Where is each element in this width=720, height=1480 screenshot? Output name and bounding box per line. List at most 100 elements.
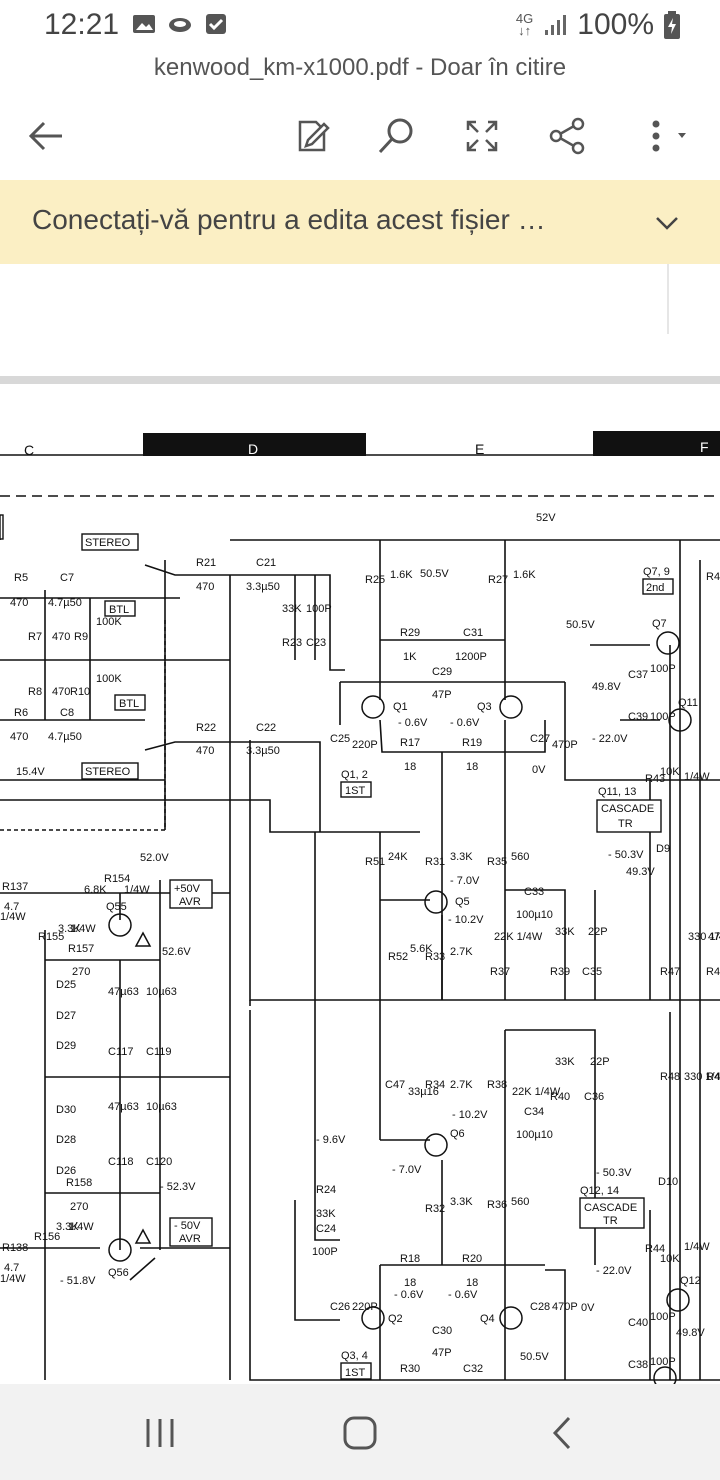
back-button[interactable] [22,112,70,160]
label-c34-val: 100µ10 [516,1129,553,1141]
label-q3-4: Q3, 4 [341,1350,368,1362]
notification-icons [132,12,228,36]
label-r29: R29 [400,627,420,639]
label-c47: C47 [385,1079,405,1091]
label-v-m06d: - 0.6V [448,1289,478,1301]
label-c24-val: 100P [312,1246,338,1258]
label-v-m22b: - 22.0V [596,1265,632,1277]
label-r45: R45 [706,966,720,978]
label-q1-2: Q1, 2 [341,769,368,781]
sign-in-banner[interactable]: Conectați-vă pentru a edita acest fișier… [0,180,720,264]
back-icon [552,1416,571,1450]
label-r18: R18 [400,1253,420,1265]
label-r27-val: 1.6K [513,569,536,581]
previous-page-edge [667,264,669,334]
label-r23: R23 [282,637,302,649]
label-stereo-2: STEREO [85,766,131,778]
label-r9-val: 100K [96,616,122,628]
navigation-bar [0,1384,720,1480]
label-r156-val: 3.3K [56,1221,79,1233]
annotate-button[interactable] [288,112,336,160]
label-c119: C119 [146,1046,171,1058]
home-icon [343,1416,377,1450]
label-r6-val: 470 [10,731,28,743]
label-4-7a: 4.7 [4,901,19,913]
label-r25: R25 [365,574,385,586]
label-r10-val: 100K [96,673,122,685]
fullscreen-button[interactable] [458,112,506,160]
back-nav-button[interactable] [533,1408,593,1458]
label-r156-w: 1/4W [68,1221,94,1233]
recent-apps-button[interactable] [130,1408,190,1458]
label-4-7b: 4.7 [4,1262,19,1274]
schematic-wires [0,515,720,1381]
label-v-m50-3a: - 50.3V [608,849,644,861]
label-d29: D29 [56,1040,76,1052]
label-r137: R137 [2,881,28,893]
label-r38: R38 [487,1079,507,1091]
label-r44-w: 1/4W [684,1241,710,1253]
label-r36: R36 [487,1199,507,1211]
search-button[interactable] [372,112,420,160]
schematic-page[interactable]: C D E F [0,384,720,1384]
label-c28-val: 470P [552,1301,578,1313]
label-1-4w-a: 1/4W [0,911,26,923]
fullscreen-icon [466,120,498,152]
label-c38: C38 [628,1359,648,1371]
label-d10: D10 [658,1176,678,1188]
label-c33: C33 [524,886,544,898]
home-button[interactable] [330,1408,390,1458]
label-c32: C32 [463,1363,483,1375]
label-r154-w: 1/4W [124,884,150,896]
label-c31: C31 [463,627,483,639]
status-time: 12:21 [44,8,120,41]
label-q56: Q56 [108,1267,129,1279]
label-r138: R138 [2,1242,28,1254]
label-v-m22a: - 22.0V [592,733,628,745]
network-type: 4G↓↑ [515,11,534,38]
label-r31: R31 [425,856,445,868]
label-v-0a: 0V [532,764,546,776]
label-v-49-3: 49.3V [626,866,655,878]
label-c26-val: 220P [352,1301,378,1313]
label-c40-val: 100P [650,1311,676,1323]
cloud-icon [169,18,191,32]
label-r32-val: 3.3K [450,1196,473,1208]
label-c21-val: 3.3µ50 [246,581,280,593]
share-icon [549,117,585,155]
label-tr-2: TR [603,1215,618,1227]
share-button[interactable] [543,112,591,160]
label-c47-val: 33µ16 [408,1086,439,1098]
label-c29: C29 [432,666,452,678]
label-r23-val: 33K [282,603,302,615]
label-q2: Q2 [388,1313,403,1325]
label-r39-val: 33K [555,926,575,938]
transistors [108,631,692,1384]
label-r157-val: 270 [72,966,90,978]
label-c22-val: 3.3µ50 [246,745,280,757]
label-c38-val: 100P [650,1356,676,1368]
label-v-m06a: - 0.6V [398,717,428,729]
label-v-m52-3: - 52.3V [160,1181,196,1193]
label-r43-val: 10K [660,766,680,778]
label-q7-9: Q7, 9 [643,566,670,578]
label-cascade-2: CASCADE [584,1202,637,1214]
label-c23: C23 [306,637,326,649]
label-c120-val: 10µ63 [146,1101,177,1113]
label-v-50-5c: 50.5V [520,1351,549,1363]
label-c35: C35 [582,966,602,978]
label-c36-val: 22P [590,1056,610,1068]
label-btl-1: BTL [109,604,129,616]
label-r20: R20 [462,1253,482,1265]
label-c120: C120 [146,1156,172,1168]
label-v-m7a: - 7.0V [450,875,480,887]
more-options-icon [652,120,686,152]
label-q3: Q3 [477,701,492,713]
more-options-button[interactable] [636,112,700,160]
label-r18-val: 18 [404,1277,416,1289]
chevron-down-icon[interactable] [652,208,682,238]
label-v-m06c: - 0.6V [394,1289,424,1301]
label-v-m9-6: - 9.6V [316,1134,346,1146]
label-c40: C40 [628,1317,648,1329]
label-v-m50-3b: - 50.3V [596,1167,632,1179]
